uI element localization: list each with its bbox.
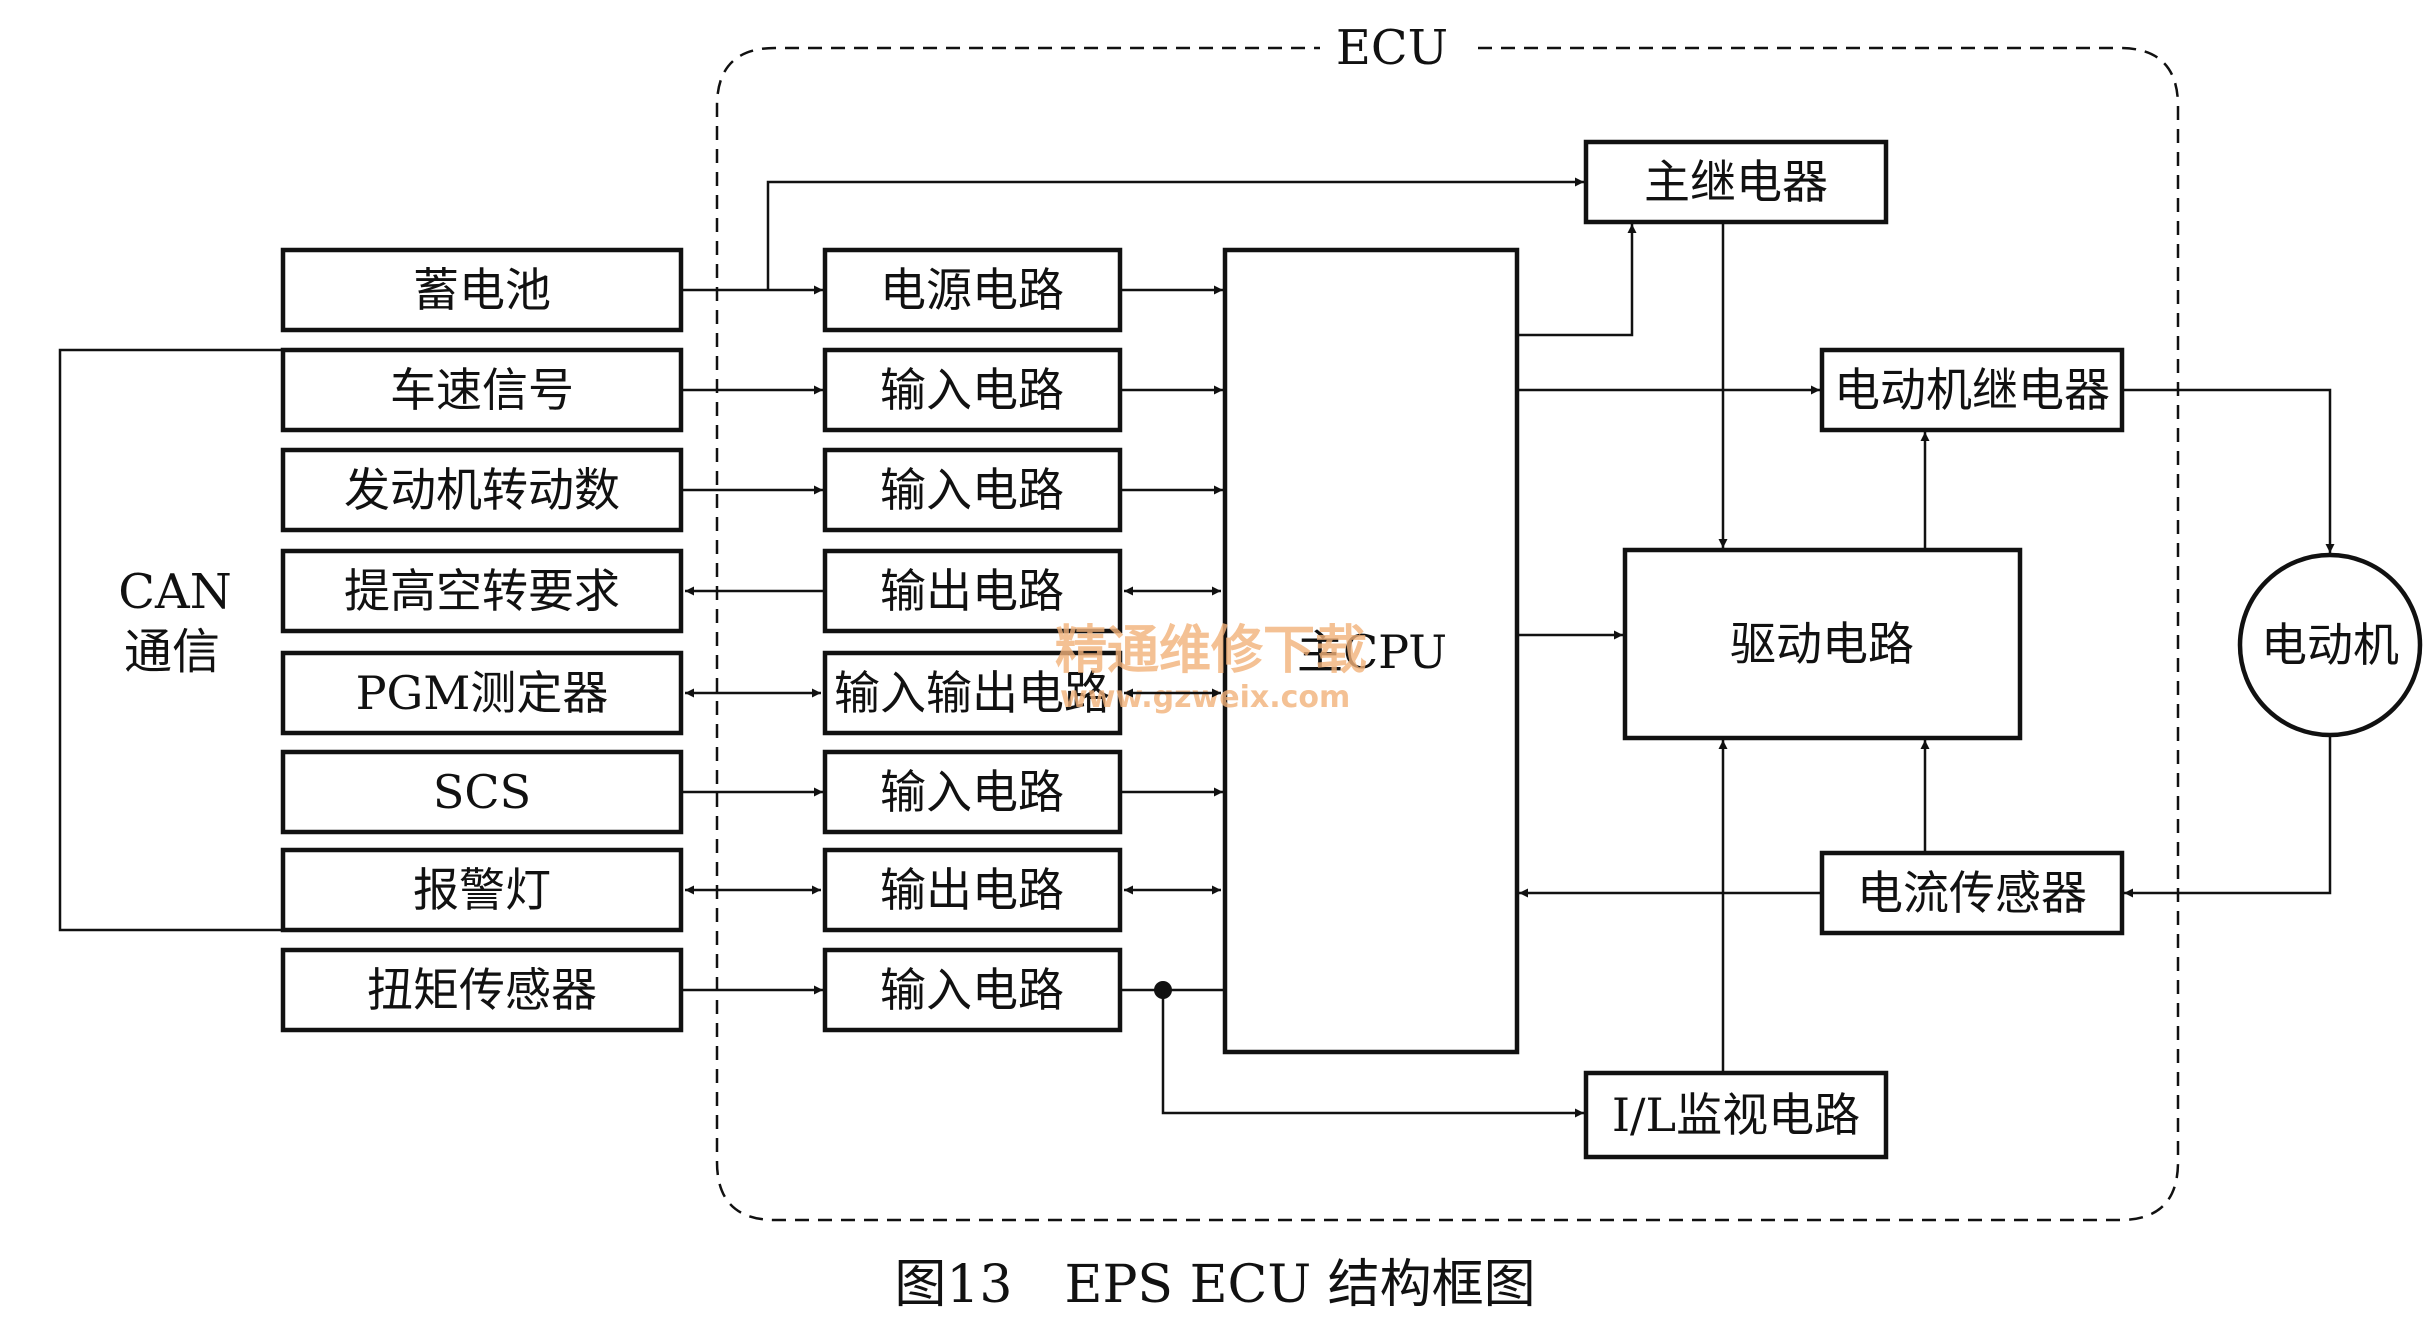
- cpu-connectors: [1122, 285, 1223, 992]
- monitor-circuit-label: I/L监视电路: [1612, 1088, 1860, 1142]
- watermark-url: www.gzweix.com: [1060, 680, 1350, 715]
- motor-relay-block: [1819, 347, 2125, 433]
- circuit-power: 电源电路: [880, 263, 1064, 317]
- circuit-io: 输入输出电路: [834, 666, 1110, 720]
- ecu-boundary: [715, 46, 2180, 1222]
- motor-label: 电动机: [2261, 618, 2399, 672]
- input-idle-up-request: 提高空转要求: [344, 564, 620, 618]
- main-relay-label: 主继电器: [1644, 155, 1828, 209]
- circuit-input-1: 输入电路: [880, 363, 1064, 417]
- figure-caption: 图13 EPS ECU 结构框图: [894, 1255, 1535, 1315]
- circuit-output-2: 输出电路: [880, 863, 1064, 917]
- input-battery: 蓄电池: [413, 263, 551, 317]
- motor-relay-to-motor: [2124, 388, 2335, 553]
- input-warning-lamp: 报警灯: [413, 863, 551, 917]
- input-engine-speed: 发动机转动数: [344, 463, 620, 517]
- battery-to-main-relay: [766, 177, 1584, 290]
- current-sensor-label: 电流传感器: [1857, 866, 2087, 920]
- motor-relay-label: 电动机继电器: [1834, 363, 2110, 417]
- drive-circuit-block: [1622, 547, 2023, 741]
- monitor-circuit-block: [1583, 1070, 1889, 1160]
- can-label-2: 通信: [124, 624, 220, 680]
- ecu-label: ECU: [1336, 20, 1448, 76]
- input-pgm-tester: PGM测定器: [356, 666, 609, 720]
- can-label: CAN: [118, 564, 231, 620]
- interface-circuits: 电源电路 输入电路 输入电路 输出电路 输入输出电路 输入电路 输出电路 输入电…: [822, 247, 1123, 1033]
- motor-circle: [2237, 552, 2423, 738]
- input-connectors: [683, 285, 823, 995]
- cpu-to-main-relay: [1519, 224, 1637, 337]
- circuit-input-4: 输入电路: [880, 963, 1064, 1017]
- can-bus-line: [58, 348, 465, 932]
- input-scs: SCS: [433, 765, 531, 819]
- circuit-input-3: 输入电路: [880, 765, 1064, 819]
- motor-to-current-sensor: [2124, 737, 2332, 898]
- circuit-output-1: 输出电路: [880, 564, 1064, 618]
- main-cpu-label: 主CPU: [1297, 625, 1447, 679]
- circuit-input-2: 输入电路: [880, 463, 1064, 517]
- input-torque-sensor: 扭矩传感器: [367, 963, 597, 1017]
- current-sensor-block: [1819, 850, 2125, 936]
- input-vehicle-speed: 车速信号: [390, 363, 574, 417]
- main-cpu-block: [1222, 247, 1520, 1055]
- watermark-text: 精通维修下载: [1055, 621, 1367, 681]
- main-relay-block: [1583, 139, 1889, 225]
- drive-circuit-label: 驱动电路: [1730, 617, 1914, 671]
- input-blocks: 蓄电池 车速信号 发动机转动数 提高空转要求 PGM测定器 SCS 报警灯 扭矩…: [280, 247, 684, 1033]
- torque-to-monitor: [1161, 990, 1584, 1118]
